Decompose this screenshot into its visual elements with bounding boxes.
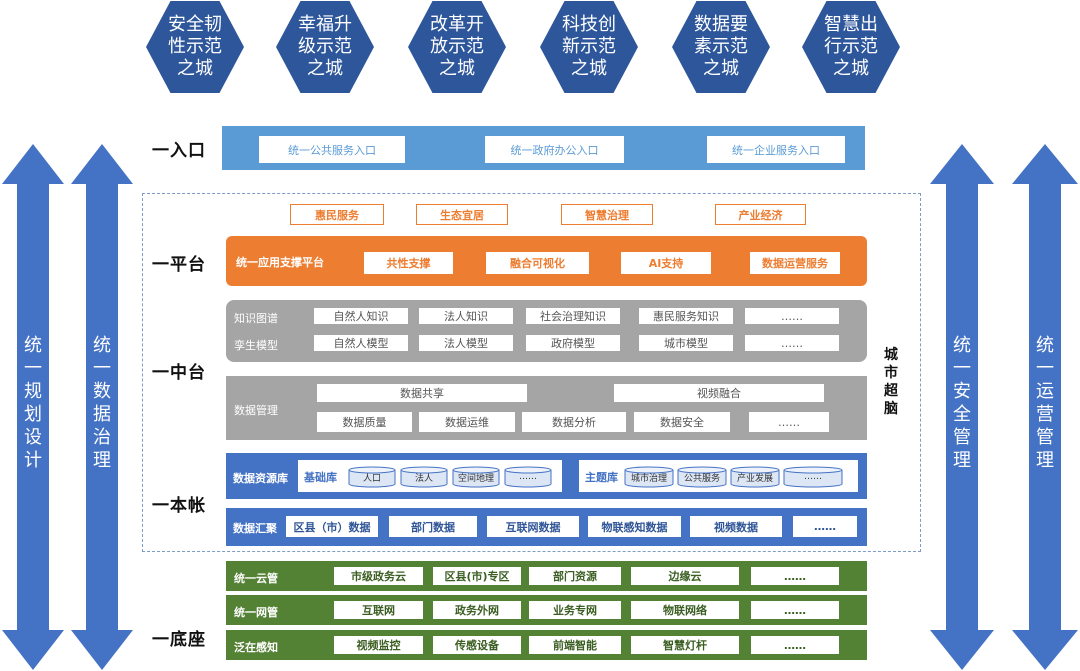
base-sensing-item-3: 前端智能: [529, 636, 621, 654]
twin-item-3: 政府模型: [526, 335, 620, 351]
knowledge-item-4: 惠民服务知识: [639, 308, 733, 324]
arrow-operation: 统一运营管理: [1012, 144, 1078, 670]
theme-lib-label: 主题库: [585, 471, 618, 484]
aggregate-box-1: 区县（市）数据: [286, 516, 378, 537]
twin-item-2: 法人模型: [419, 335, 513, 351]
aggregate-box-5: 视频数据: [690, 516, 782, 537]
hexagon-5: 数据要素示范之城: [672, 1, 770, 93]
data-mgmt-item-3: 数据分析: [522, 412, 626, 432]
entry-public-service: 统一公共服务入口: [259, 136, 405, 163]
base-sensing-item-4: 智慧灯杆: [631, 636, 739, 654]
data-mgmt-item-1: 数据质量: [317, 412, 412, 432]
knowledge-row2-label: 孪生模型: [234, 339, 278, 352]
knowledge-item-1: 自然人知识: [314, 308, 408, 324]
entry-gov-office: 统一政府办公入口: [485, 136, 624, 163]
theme-cylinder-3: 产业发展: [730, 466, 780, 488]
arrow-planning: 统一规划设计: [2, 144, 64, 670]
base-network-item-2: 政务外网: [433, 601, 521, 619]
base-cloud-label: 统一云管: [234, 572, 278, 585]
theme-cylinder-2-label: 公共服务: [683, 473, 720, 484]
theme-cylinder-3-label: 产业发展: [736, 473, 773, 484]
basic-cylinder-1-label: 人口: [362, 473, 381, 484]
aggregate-box-3: 互联网数据: [487, 516, 579, 537]
arrow-security-label: 统一安全管理: [953, 335, 971, 471]
twin-item-1: 自然人模型: [314, 335, 408, 351]
data-mgmt-item-2: 数据运维: [419, 412, 515, 432]
platform-label: 统一应用支撑平台: [236, 256, 324, 269]
aggregate-box-6: ……: [793, 516, 857, 537]
hexagon-3: 改革开放示范之城: [408, 1, 506, 93]
data-mgmt-label: 数据管理: [234, 404, 278, 417]
theme-cylinder-4-label: ……: [804, 472, 822, 482]
knowledge-item-3: 社会治理知识: [526, 308, 620, 324]
knowledge-item-5: ……: [745, 308, 839, 324]
layer-label-ledger: 一本帐: [152, 496, 206, 516]
data-mgmt-item-4: 数据安全: [634, 412, 730, 432]
base-cloud-item-3: 部门资源: [529, 567, 621, 585]
video-fusion-box: 视频融合: [614, 384, 824, 402]
arrow-operation-label: 统一运营管理: [1036, 335, 1054, 471]
basic-cylinder-4: ……: [504, 466, 552, 488]
hexagon-1: 安全韧性示范之城: [146, 1, 244, 93]
basic-cylinder-1: 人口: [348, 466, 396, 488]
city-brain-frame: [142, 193, 921, 552]
service-tag-3: 智慧治理: [561, 204, 653, 225]
layer-label-base: 一底座: [152, 630, 206, 650]
layer-label-platform: 一平台: [152, 255, 206, 275]
base-cloud-item-5: ……: [751, 567, 839, 585]
theme-cylinder-1-label: 城市治理: [630, 473, 667, 484]
theme-cylinder-2: 公共服务: [677, 466, 727, 488]
aggregate-box-4: 物联感知数据: [588, 516, 681, 537]
base-network-item-1: 互联网: [334, 601, 423, 619]
base-sensing-item-2: 传感设备: [433, 636, 521, 654]
service-tag-2: 生态宜居: [416, 204, 508, 225]
platform-box-3: AI支持: [621, 252, 711, 274]
service-tag-4: 产业经济: [715, 204, 806, 225]
hexagon-6: 智慧出行示范之城: [802, 1, 900, 93]
base-sensing-item-1: 视频监控: [334, 636, 423, 654]
data-mgmt-item-5: ……: [749, 412, 829, 432]
basic-cylinder-3: 空间地理: [452, 466, 500, 488]
platform-box-1: 共性支撑: [364, 252, 453, 274]
arrow-data-governance: 统一数据治理: [71, 144, 133, 670]
theme-cylinder-4: ……: [783, 466, 843, 488]
knowledge-item-2: 法人知识: [419, 308, 513, 324]
twin-item-5: ……: [745, 335, 839, 351]
layer-label-middle: 一中台: [152, 363, 206, 383]
base-cloud-item-2: 区县(市)专区: [433, 567, 521, 585]
aggregate-box-2: 部门数据: [389, 516, 477, 537]
base-cloud-item-4: 边缘云: [631, 567, 739, 585]
basic-cylinder-4-label: ……: [519, 472, 537, 482]
service-tag-1: 惠民服务: [290, 204, 384, 225]
basic-cylinder-2-label: 法人: [414, 473, 433, 484]
hexagon-4: 科技创新示范之城: [540, 1, 638, 93]
layer-label-entry: 一入口: [152, 141, 206, 161]
platform-box-2: 融合可视化: [486, 252, 589, 274]
arrow-security: 统一安全管理: [930, 144, 994, 670]
basic-cylinder-2: 法人: [400, 466, 448, 488]
basic-lib-label: 基础库: [304, 471, 337, 484]
aggregate-label: 数据汇聚: [233, 522, 277, 535]
city-brain-label: 城市超脑: [884, 347, 898, 417]
resource-label: 数据资源库: [233, 472, 288, 485]
entry-enterprise-service: 统一企业服务入口: [707, 136, 845, 163]
hexagon-2: 幸福升级示范之城: [276, 1, 374, 93]
arrow-data-governance-label: 统一数据治理: [93, 335, 111, 471]
knowledge-row1-label: 知识图谱: [234, 312, 278, 325]
platform-box-4: 数据运营服务: [750, 252, 840, 274]
theme-cylinder-1: 城市治理: [624, 466, 674, 488]
base-network-item-4: 物联网络: [631, 601, 739, 619]
base-network-label: 统一网管: [234, 606, 278, 619]
twin-item-4: 城市模型: [639, 335, 733, 351]
base-cloud-item-1: 市级政务云: [334, 567, 423, 585]
arrow-planning-label: 统一规划设计: [24, 335, 42, 471]
base-sensing-item-5: ……: [751, 636, 839, 654]
base-network-item-3: 业务专网: [529, 601, 621, 619]
base-network-item-5: ……: [751, 601, 839, 619]
base-sensing-label: 泛在感知: [234, 641, 278, 654]
basic-cylinder-3-label: 空间地理: [457, 473, 494, 484]
data-share-box: 数据共享: [317, 384, 527, 402]
